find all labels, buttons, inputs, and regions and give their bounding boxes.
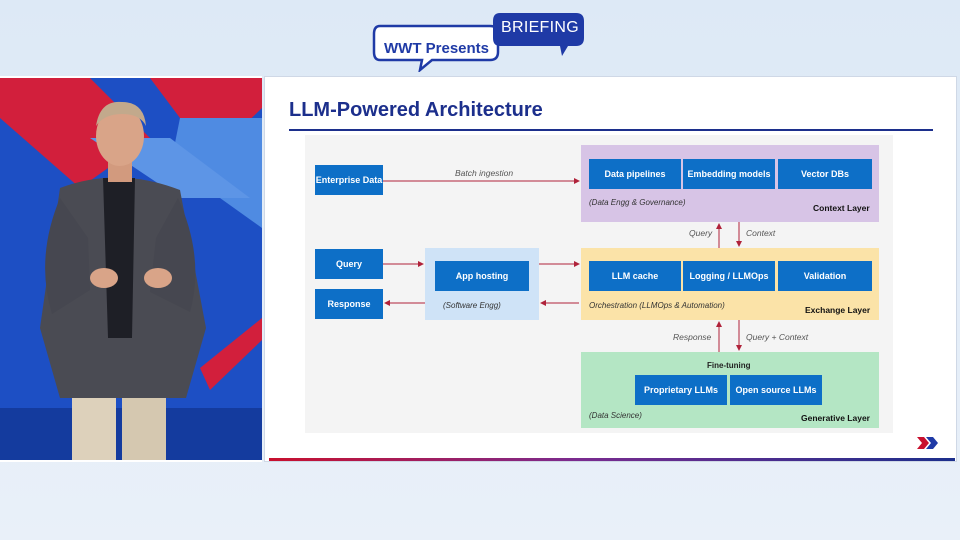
- speech-bubble-icon: [372, 13, 584, 72]
- context-layer-label: Context Layer: [813, 203, 870, 213]
- title-divider: [289, 129, 933, 131]
- architecture-diagram: Enterprise Data Query Response App hosti…: [305, 135, 893, 433]
- orchestration-note: Orchestration (LLMOps & Automation): [589, 301, 725, 310]
- proprietary-llms-box: Proprietary LLMs: [635, 375, 727, 405]
- response-box: Response: [315, 289, 383, 319]
- presentation-slide: LLM-Powered Architecture: [264, 76, 957, 462]
- llm-cache-box: LLM cache: [589, 261, 681, 291]
- software-engg-note: (Software Engg): [443, 301, 501, 310]
- embedding-models-box: Embedding models: [683, 159, 775, 189]
- vector-dbs-box: Vector DBs: [778, 159, 872, 189]
- enterprise-data-box: Enterprise Data: [315, 165, 383, 195]
- presenter-video: [0, 76, 262, 462]
- exchange-layer-label: Exchange Layer: [805, 305, 871, 315]
- presenter-figure: [0, 78, 262, 460]
- validation-box: Validation: [778, 261, 872, 291]
- wwt-mark-icon: [917, 437, 938, 449]
- data-pipelines-box: Data pipelines: [589, 159, 681, 189]
- query-context-arrow-label: Query + Context: [746, 332, 809, 342]
- response-arrow-label: Response: [673, 332, 712, 342]
- generative-layer-label: Generative Layer: [801, 413, 870, 423]
- data-science-note: (Data Science): [589, 411, 642, 420]
- flow-arrows: [383, 178, 742, 352]
- data-engg-note: (Data Engg & Governance): [589, 198, 686, 207]
- logo-wwt-text: WWT Presents: [384, 40, 490, 57]
- query-box: Query: [315, 249, 383, 279]
- wwt-briefing-logo: WWT Presents BRIEFING: [372, 10, 592, 72]
- open-source-llms-box: Open source LLMs: [730, 375, 822, 405]
- slide-bottom-rule: [269, 458, 955, 461]
- fine-tuning-label: Fine-tuning: [707, 361, 751, 370]
- slide-title: LLM-Powered Architecture: [289, 99, 543, 121]
- context-arrow-label: Context: [746, 228, 776, 238]
- logo-briefing-text: BRIEFING: [501, 19, 579, 36]
- query-arrow-label: Query: [689, 228, 713, 238]
- batch-ingestion-label: Batch ingestion: [455, 168, 514, 178]
- app-hosting-box: App hosting: [435, 261, 529, 291]
- logging-llmops-box: Logging / LLMOps: [683, 261, 775, 291]
